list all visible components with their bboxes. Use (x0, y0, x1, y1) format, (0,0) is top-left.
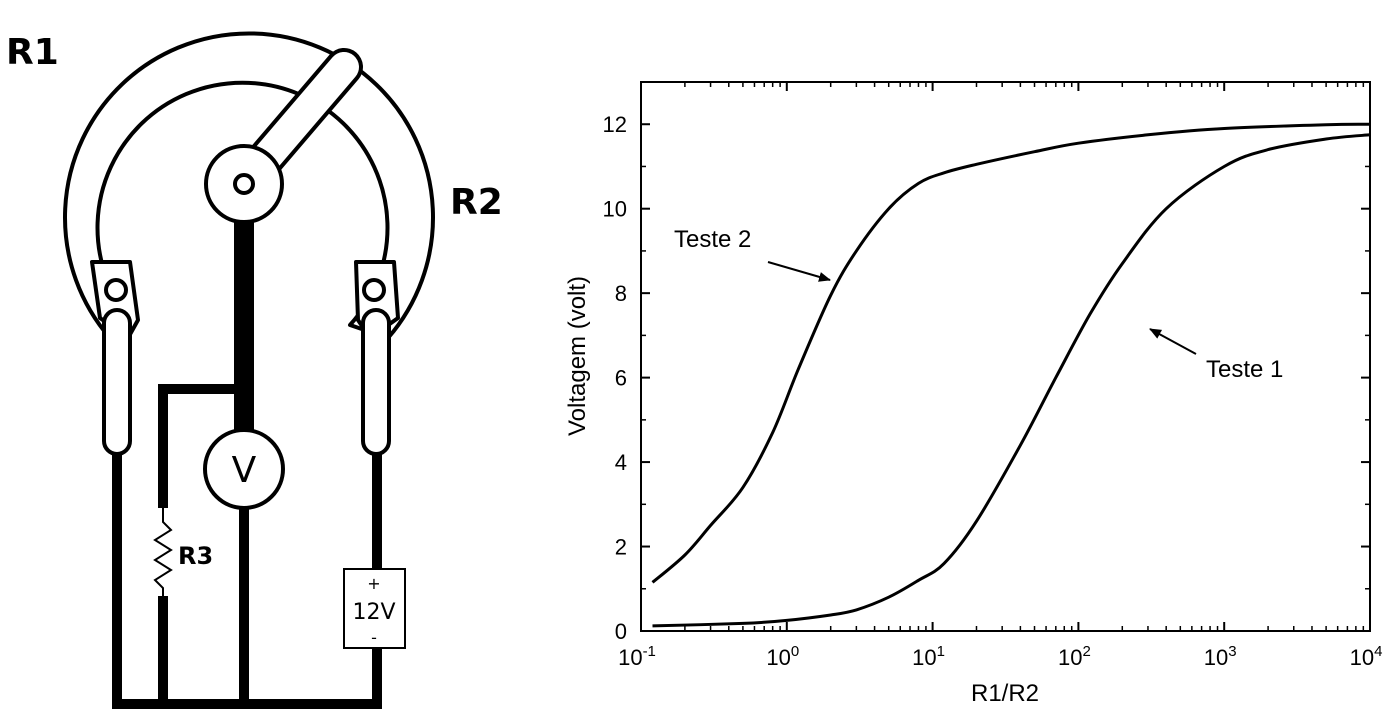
y-tick-label: 0 (615, 619, 627, 644)
circuit-diagram: R3 V + 12V - R1 R2 (6, 31, 503, 709)
battery-plus-label: + (367, 574, 380, 593)
wiper-shaft (234, 214, 254, 432)
r2-label: R2 (450, 182, 503, 223)
annotation-teste-1: Teste 1 (1206, 356, 1283, 383)
y-tick-label: 8 (615, 281, 627, 306)
y-tick-label: 12 (603, 112, 627, 137)
battery-minus-label: - (371, 628, 377, 647)
series-line-teste-1 (652, 133, 1371, 628)
y-tick-label: 4 (615, 450, 627, 475)
left-terminal-tab (102, 308, 132, 456)
right-terminal-hole (362, 278, 386, 302)
wiper-pivot-hole (233, 173, 255, 195)
battery-box (343, 568, 406, 649)
r3-resistor (153, 508, 173, 596)
x-tick-label: 101 (912, 643, 945, 670)
annotation-teste-2: Teste 2 (674, 226, 751, 253)
series-line-teste-2 (651, 122, 1371, 584)
annotation-arrow-teste-1 (1149, 328, 1197, 355)
right-terminal-tab (361, 308, 391, 456)
chart-annotations: Teste 2 Teste 1 (674, 226, 1283, 383)
chart-series (651, 122, 1371, 628)
left-terminal-hole (104, 278, 128, 302)
x-tick-label: 102 (1058, 643, 1091, 670)
y-tick-label: 6 (615, 366, 627, 391)
x-tick-label: 10-1 (618, 643, 656, 670)
x-tick-label: 100 (766, 643, 799, 670)
x-tick-label: 104 (1350, 643, 1383, 670)
r3-label: R3 (178, 542, 213, 570)
y-tick-label: 10 (603, 197, 627, 222)
voltmeter (203, 428, 285, 510)
potentiometer-ring (63, 31, 435, 340)
chart-ticks: 10-1 100 101 102 103 104 0 2 4 6 8 10 12 (603, 81, 1383, 670)
plot-frame (640, 81, 1371, 632)
y-tick-label: 2 (615, 535, 627, 560)
annotation-arrow-teste-2 (767, 261, 831, 282)
y-axis-title: Voltagem (volt) (564, 276, 591, 436)
voltmeter-label: V (232, 450, 257, 491)
r1-label: R1 (6, 32, 59, 73)
x-tick-label: 103 (1204, 643, 1237, 670)
x-axis-title: R1/R2 (971, 680, 1039, 707)
battery-value-label: 12V (352, 600, 395, 625)
